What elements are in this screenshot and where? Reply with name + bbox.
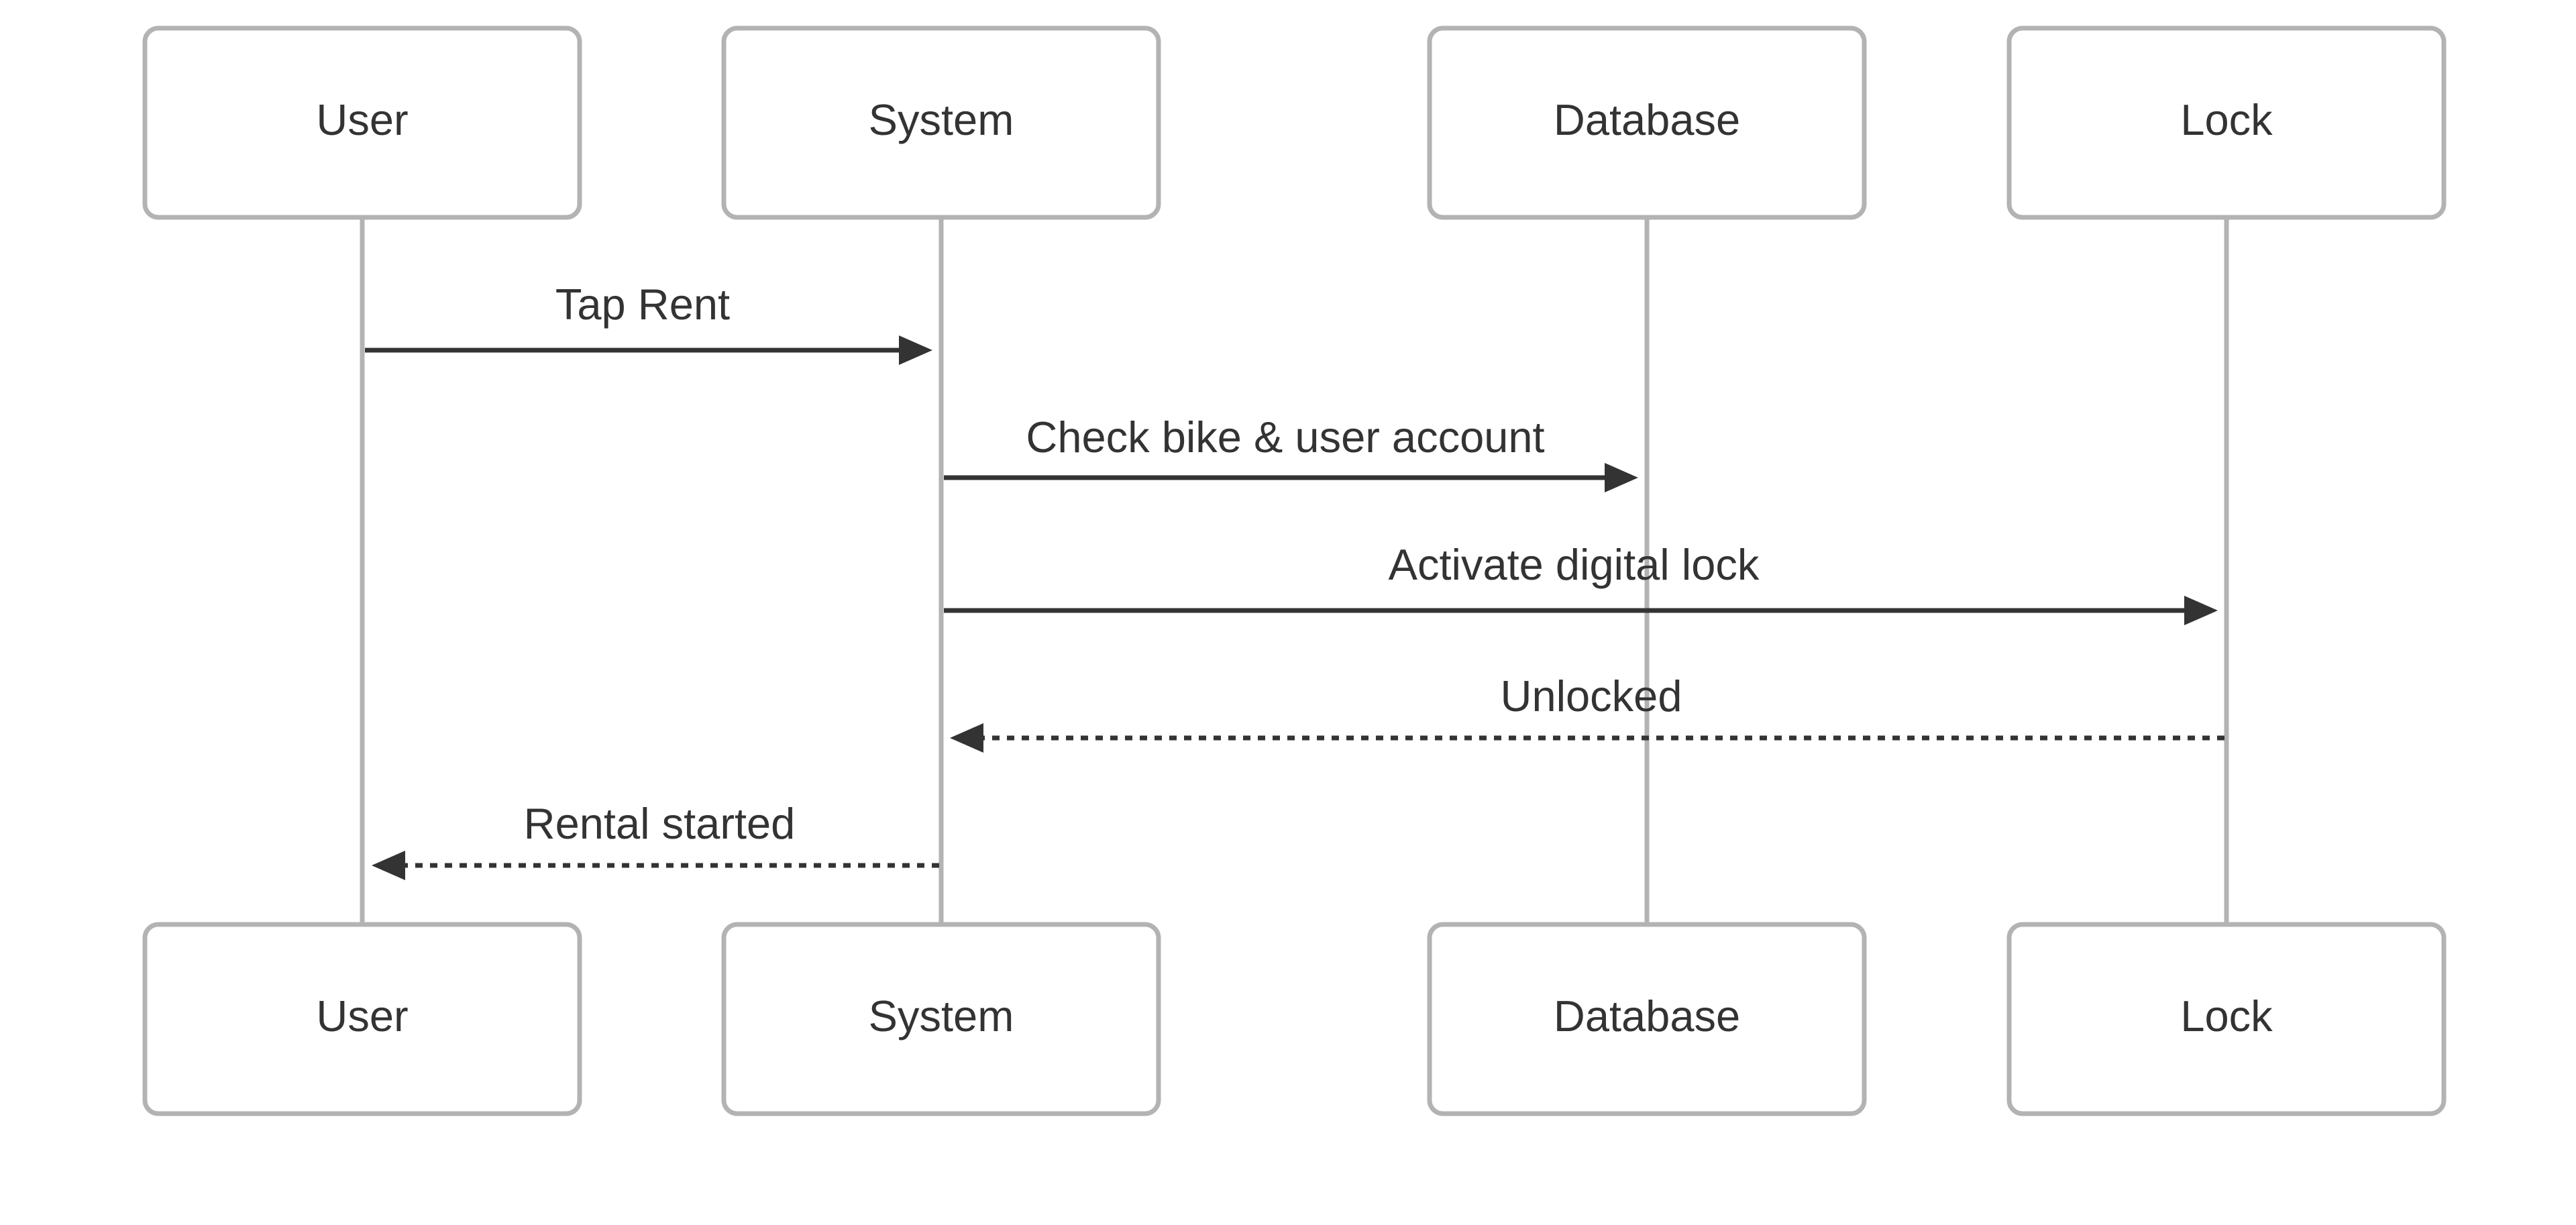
message-label: Rental started xyxy=(524,799,796,848)
message-activate-lock: Activate digital lock xyxy=(944,540,2218,625)
participant-label: System xyxy=(869,992,1014,1041)
arrow-head-left-icon xyxy=(950,723,983,753)
arrow-head-left-icon xyxy=(372,851,405,880)
participant-label: Database xyxy=(1554,992,1740,1041)
participant-label: User xyxy=(316,95,408,144)
participant-label: Lock xyxy=(2180,992,2273,1041)
participant-user-top: User xyxy=(142,25,582,220)
participant-lock-top: Lock xyxy=(2006,25,2447,220)
message-tap-rent: Tap Rent xyxy=(365,280,932,365)
arrow-head-right-icon xyxy=(2184,596,2218,625)
message-label: Tap Rent xyxy=(555,280,730,329)
participant-label: Lock xyxy=(2180,95,2273,144)
message-label: Unlocked xyxy=(1501,672,1682,721)
participant-label: Database xyxy=(1554,95,1740,144)
participant-database-bottom: Database xyxy=(1427,922,1867,1116)
message-rental-started: Rental started xyxy=(372,799,939,880)
arrow-head-right-icon xyxy=(899,335,932,365)
participant-lock-bottom: Lock xyxy=(2006,922,2447,1116)
participant-system-top: System xyxy=(721,25,1161,220)
participant-database-top: Database xyxy=(1427,25,1867,220)
arrow-head-right-icon xyxy=(1605,463,1638,492)
message-unlocked: Unlocked xyxy=(950,672,2224,753)
participant-label: User xyxy=(316,992,408,1041)
participant-label: System xyxy=(869,95,1014,144)
participant-user-bottom: User xyxy=(142,922,582,1116)
message-label: Activate digital lock xyxy=(1389,540,1760,589)
message-label: Check bike & user account xyxy=(1026,413,1544,462)
participant-system-bottom: System xyxy=(721,922,1161,1116)
message-check-account: Check bike & user account xyxy=(944,413,1638,492)
